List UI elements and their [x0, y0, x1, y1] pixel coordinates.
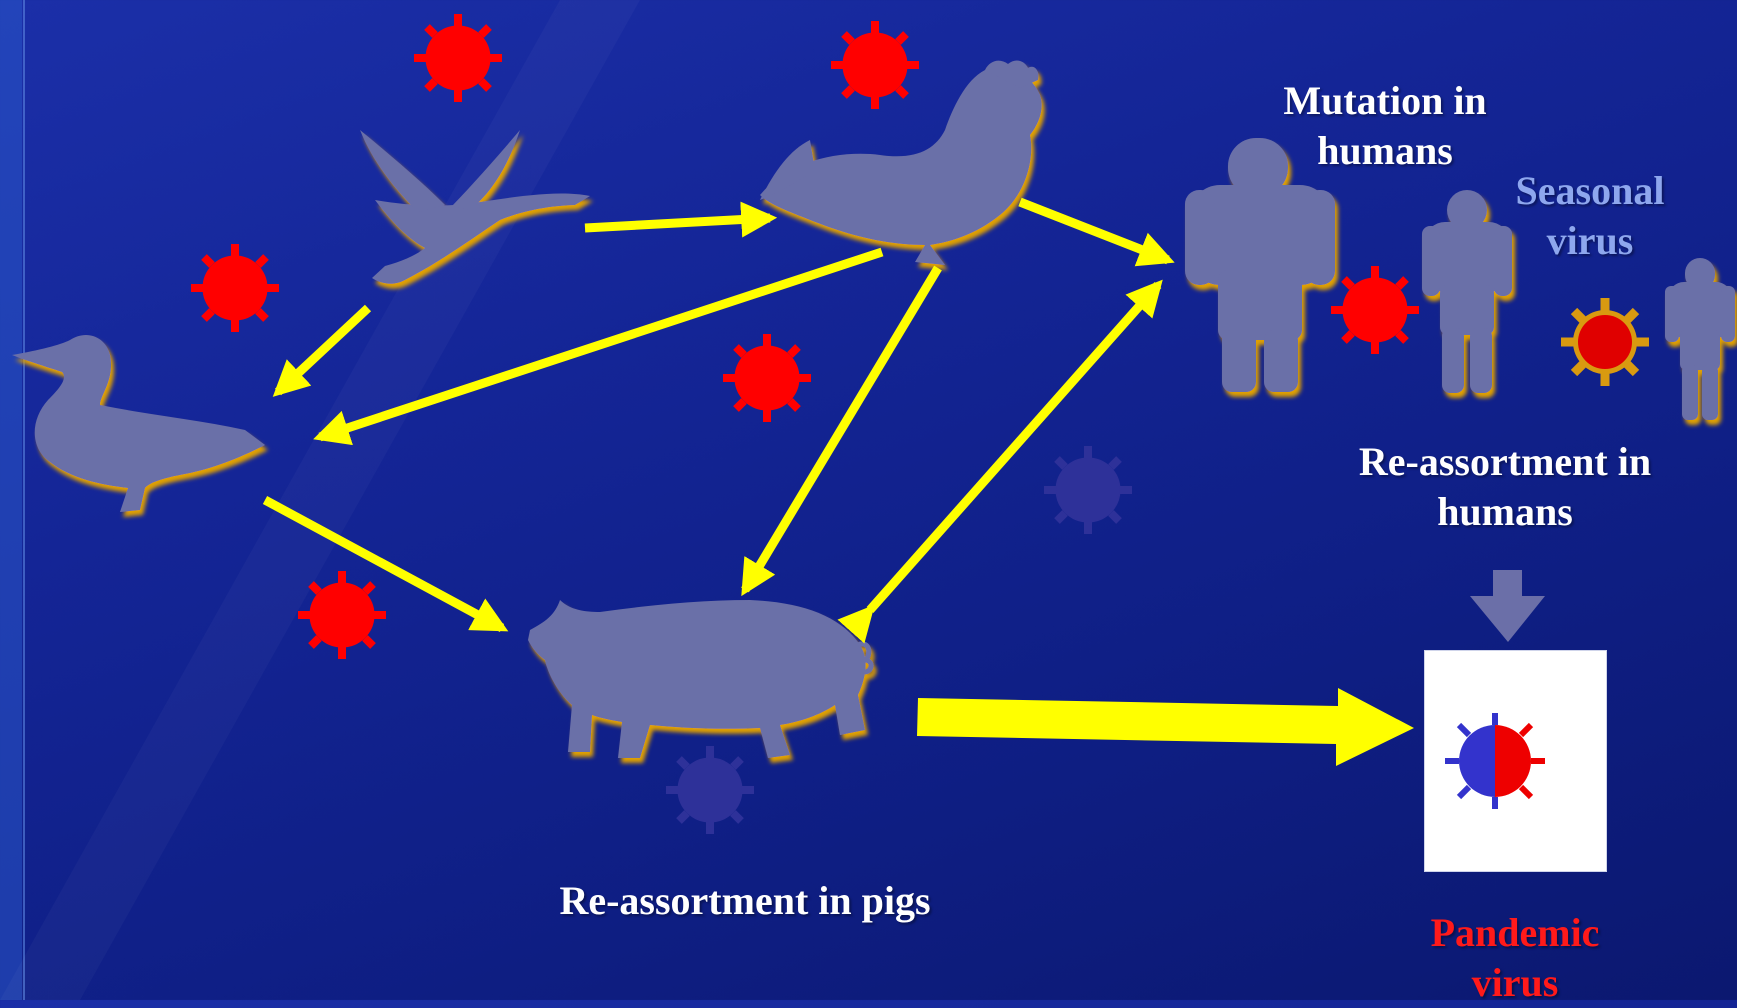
- virus-icon: [723, 334, 811, 422]
- mutation-in-humans-label: Mutation in humans: [1205, 76, 1565, 176]
- pandemic-virus-label: Pandemic virus: [1360, 908, 1670, 1008]
- left-edge-decoration: [0, 0, 22, 1000]
- pandemic-virus-icon: [1425, 651, 1606, 871]
- virus-icon: [298, 571, 386, 659]
- arrow-humans-to-pandemic: [1470, 570, 1545, 642]
- virus-icon: [666, 746, 754, 834]
- seasonal-virus-label: Seasonal virus: [1460, 166, 1720, 266]
- pig-icon: [528, 600, 871, 758]
- label-line: humans: [1310, 487, 1700, 537]
- arrow-rooster-to-humans: [1020, 202, 1168, 260]
- pandemic-virus-box: [1424, 650, 1607, 872]
- human-icon: [1665, 258, 1735, 420]
- background-sheen: [0, 0, 640, 1000]
- label-line: virus: [1460, 216, 1720, 266]
- arrow-pig-humans-bidirectional: [870, 285, 1158, 610]
- virus-icon: [1561, 298, 1649, 386]
- virus-icon: [1044, 446, 1132, 534]
- virus-icon: [831, 21, 919, 109]
- virus-icon: [414, 14, 502, 102]
- arrow-rooster-to-pig: [745, 268, 938, 590]
- virus-icon: [191, 244, 279, 332]
- label-line: Mutation in: [1205, 76, 1565, 126]
- reassortment-in-humans-label: Re-assortment in humans: [1310, 437, 1700, 537]
- domestic-duck-icon: [12, 335, 265, 512]
- arrow-pig-to-pandemic: [917, 688, 1414, 766]
- label-line: Re-assortment in: [1310, 437, 1700, 487]
- reassortment-in-pigs-label: Re-assortment in pigs: [480, 876, 1010, 926]
- arrow-goose-to-rooster: [585, 218, 770, 228]
- virus-icon: [1331, 266, 1419, 354]
- label-line: Seasonal: [1460, 166, 1720, 216]
- label-line: Pandemic: [1360, 908, 1670, 958]
- label-line: virus: [1360, 958, 1670, 1008]
- human-icon: [1185, 138, 1335, 392]
